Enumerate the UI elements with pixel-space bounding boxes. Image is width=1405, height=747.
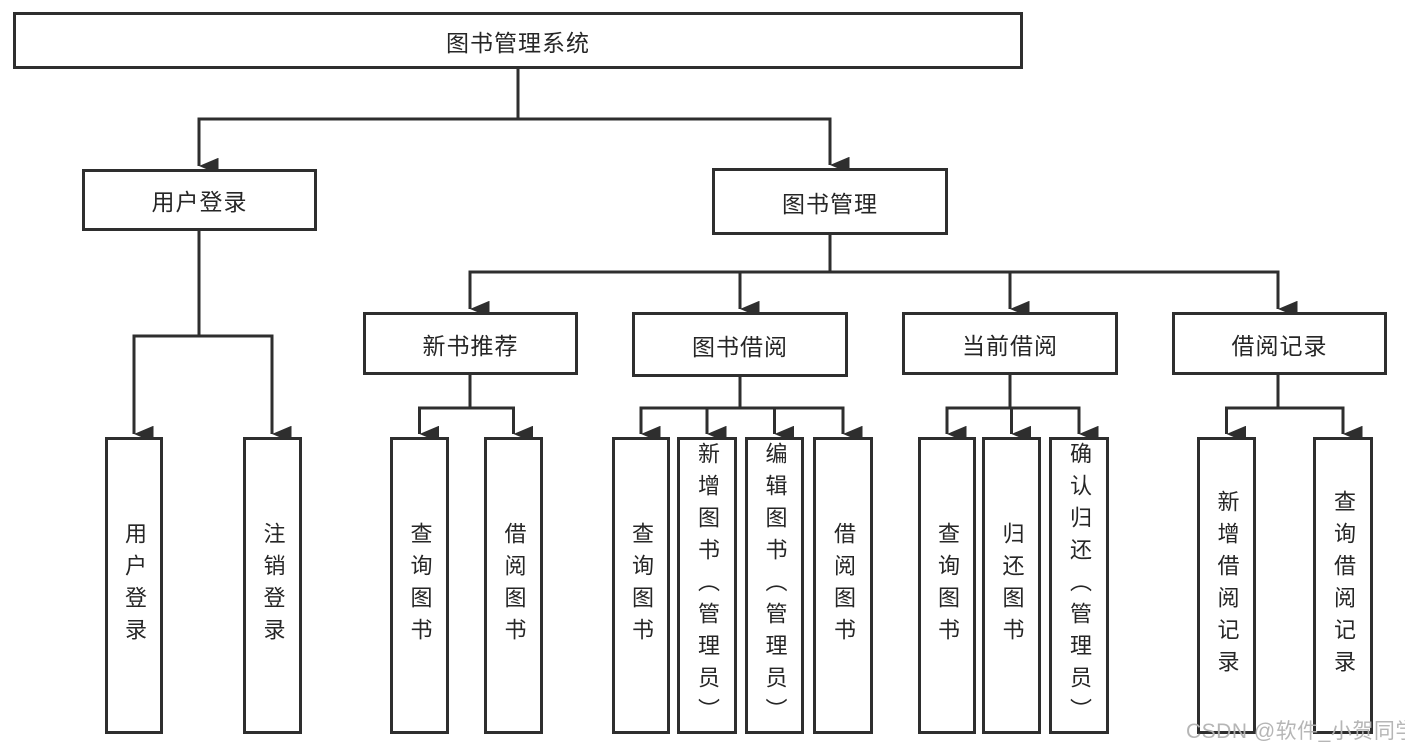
node-user-login: 用户登录 xyxy=(82,169,317,231)
leaf-confirm-return-admin: 确认归还（管理员） xyxy=(1049,437,1109,734)
leaf-user-login: 用户登录 xyxy=(105,437,163,734)
leaf-borrow-books: 借阅图书 xyxy=(813,437,873,734)
leaf-query-borrow-record: 查询借阅记录 xyxy=(1313,437,1373,734)
leaf-edit-books-admin: 编辑图书（管理员） xyxy=(745,437,804,734)
node-borrow-records: 借阅记录 xyxy=(1172,312,1387,375)
leaf-query-books-recommend: 查询图书 xyxy=(390,437,449,734)
node-book-borrow: 图书借阅 xyxy=(632,312,848,377)
node-library-management-system: 图书管理系统 xyxy=(13,12,1023,69)
leaf-logout: 注销登录 xyxy=(243,437,302,734)
leaf-borrow-books-recommend: 借阅图书 xyxy=(484,437,543,734)
leaf-return-books: 归还图书 xyxy=(982,437,1041,734)
leaf-query-books-current: 查询图书 xyxy=(918,437,976,734)
node-current-borrow: 当前借阅 xyxy=(902,312,1118,375)
csdn-watermark: CSDN @软件_小贺同学 xyxy=(1186,720,1405,743)
leaf-query-books-borrow: 查询图书 xyxy=(612,437,670,734)
node-new-book-recommend: 新书推荐 xyxy=(363,312,578,375)
node-book-management: 图书管理 xyxy=(712,168,948,235)
leaf-add-borrow-record: 新增借阅记录 xyxy=(1197,437,1256,734)
leaf-add-books-admin: 新增图书（管理员） xyxy=(677,437,737,734)
